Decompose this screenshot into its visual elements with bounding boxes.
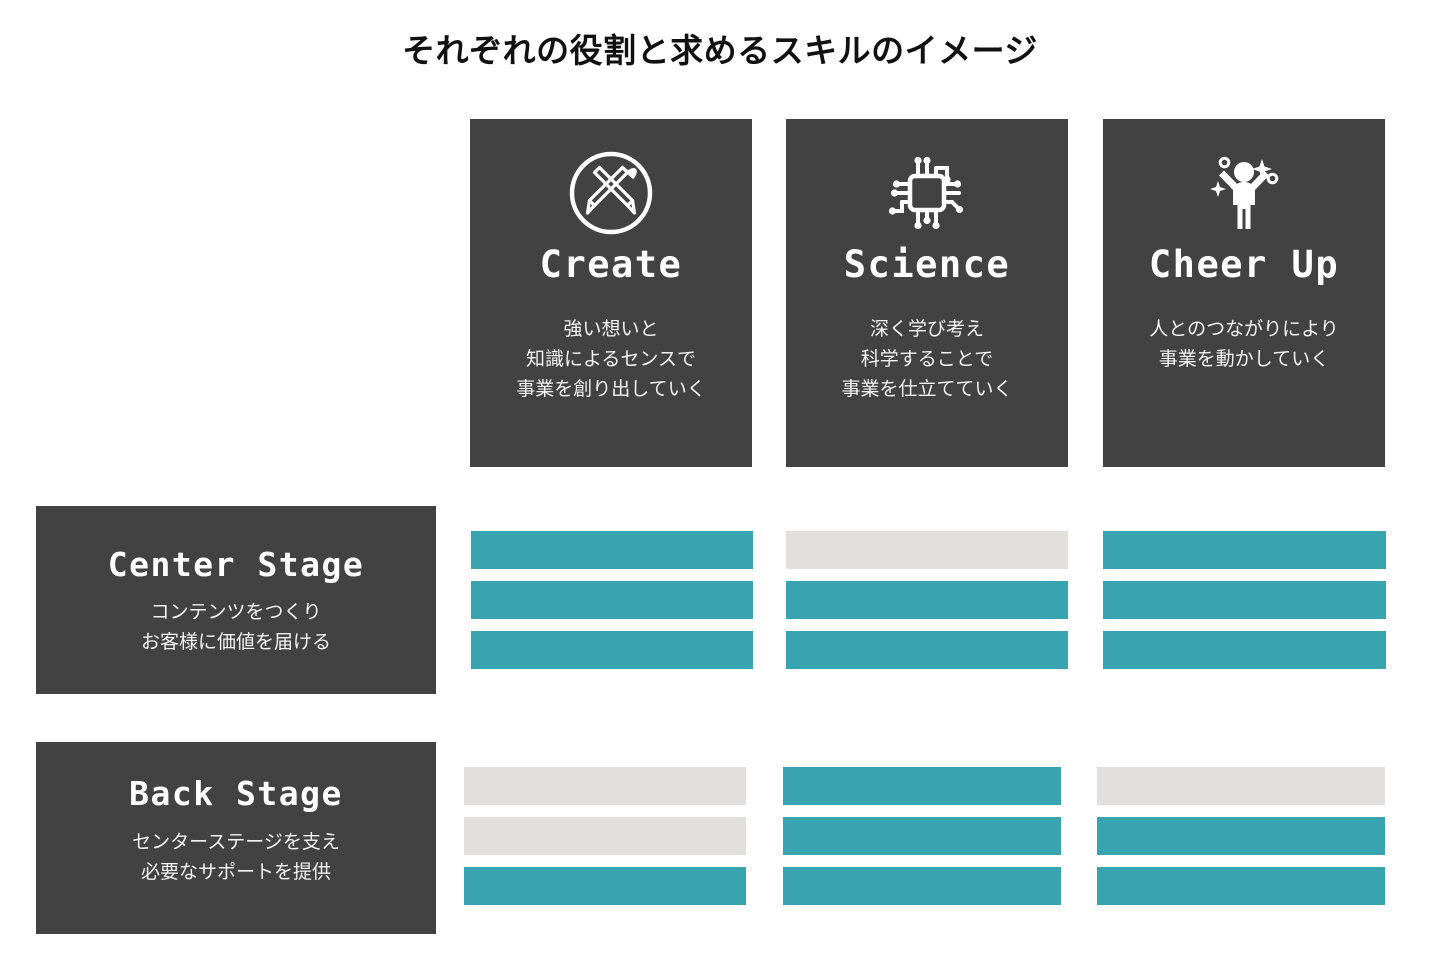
- skill-bar-inactive: [786, 531, 1068, 569]
- role-description-create: 強い想いと 知識によるセンスで 事業を創り出していく: [470, 315, 752, 405]
- role-description-science: 深く学び考え 科学することで 事業を仕立てていく: [786, 315, 1068, 405]
- stage-description-line: センターステージを支え: [132, 832, 340, 853]
- stage-description-line: コンテンツをつくり: [150, 602, 322, 623]
- cheering-person-icon: [1103, 145, 1385, 241]
- pencil-brush-circle-icon: [470, 145, 752, 241]
- role-description-line: 深く学び考え: [869, 319, 984, 340]
- skill-bar-active: [1103, 531, 1386, 569]
- stage-description-back-stage: センターステージを支え 必要なサポートを提供: [36, 828, 436, 888]
- skill-bar-active: [1103, 581, 1386, 619]
- role-description-line: 事業を動かしていく: [1158, 349, 1330, 370]
- skill-bar-inactive: [464, 817, 746, 855]
- role-description-line: 強い想いと: [563, 319, 659, 340]
- page-title: それぞれの役割と求めるスキルのイメージ: [402, 32, 1038, 69]
- skill-bar-active: [471, 631, 753, 669]
- skill-bar-inactive: [464, 767, 746, 805]
- role-card-create: Create 強い想いと 知識によるセンスで 事業を創り出していく: [470, 119, 752, 467]
- role-description-line: 事業を仕立てていく: [841, 379, 1013, 400]
- stage-name-back-stage: Back Stage: [129, 774, 343, 813]
- role-name-create: Create: [539, 243, 683, 286]
- skill-bar-active: [783, 867, 1061, 905]
- skill-bar-active: [471, 581, 753, 619]
- stage-description-line: 必要なサポートを提供: [140, 862, 331, 883]
- role-description-line: 知識によるセンスで: [525, 349, 697, 370]
- role-card-science: Science 深く学び考え 科学することで 事業を仕立てていく: [786, 119, 1068, 467]
- stage-description-line: お客様に価値を届ける: [140, 632, 331, 653]
- role-card-cheer-up: Cheer Up 人とのつながりにより 事業を動かしていく: [1103, 119, 1385, 467]
- skill-bar-active: [786, 581, 1068, 619]
- role-description-cheer-up: 人とのつながりにより 事業を動かしていく: [1103, 315, 1385, 375]
- skill-bar-active: [1103, 631, 1386, 669]
- stage-box-back-stage: Back Stage センターステージを支え 必要なサポートを提供: [36, 742, 436, 934]
- skill-bar-active: [783, 817, 1061, 855]
- stage-description-center-stage: コンテンツをつくり お客様に価値を届ける: [36, 598, 436, 658]
- skill-bar-active: [783, 767, 1061, 805]
- stage-box-center-stage: Center Stage コンテンツをつくり お客様に価値を届ける: [36, 506, 436, 694]
- role-name-science: Science: [843, 243, 1011, 286]
- role-description-line: 人とのつながりにより: [1149, 319, 1339, 340]
- skill-bar-active: [1097, 867, 1385, 905]
- stage-name-center-stage: Center Stage: [107, 545, 365, 584]
- microchip-icon: [786, 145, 1068, 241]
- skill-bar-active: [1097, 817, 1385, 855]
- role-name-cheer-up: Cheer Up: [1148, 243, 1340, 286]
- skill-bar-active: [786, 631, 1068, 669]
- skill-bar-inactive: [1097, 767, 1385, 805]
- skill-bar-active: [464, 867, 746, 905]
- skill-bar-active: [471, 531, 753, 569]
- role-description-line: 科学することで: [860, 349, 994, 370]
- role-description-line: 事業を創り出していく: [516, 379, 706, 400]
